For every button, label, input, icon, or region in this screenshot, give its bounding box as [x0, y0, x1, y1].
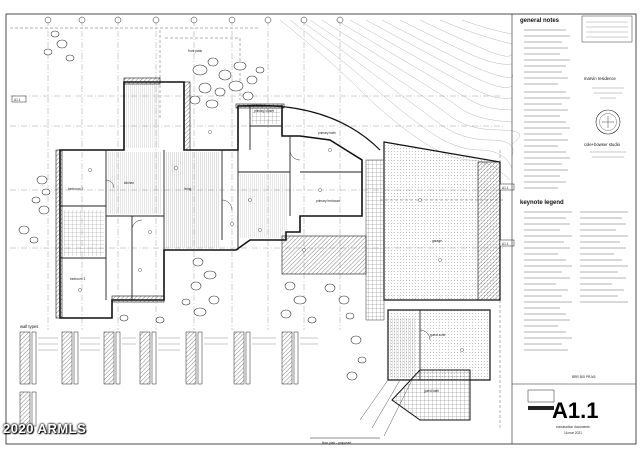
graphic-scale-box — [527, 389, 555, 403]
section-mark-3: A1.1 — [14, 98, 21, 102]
general-notes-lines — [524, 29, 570, 189]
sheet-border — [5, 13, 637, 445]
keynote-callouts — [78, 130, 464, 352]
section-mark-2: A1.1 — [502, 242, 509, 246]
sheet-number: A1.1 — [552, 398, 598, 423]
grid-bubbles — [44, 16, 344, 24]
bath2-floor-pattern — [64, 210, 104, 256]
section-markers: A1.1 A1.1 A1.1 — [11, 95, 515, 247]
keynote-legend-title: keynote legend — [520, 200, 564, 206]
living-floor-pattern — [166, 152, 220, 248]
project-code: BRR 505 PRJ#3 — [572, 375, 596, 379]
general-notes-title: general notes — [520, 18, 560, 24]
drawing-title: floor plan - proposed — [322, 441, 351, 445]
wall-types-title: wall types — [20, 324, 38, 329]
room-label-bedroom-3: bedroom 3 — [70, 277, 85, 281]
room-label-kitchen: kitchen — [124, 181, 134, 185]
room-label-primary-bedroom: primary bedroom — [316, 199, 340, 203]
room-label-primary-closet: primary closet — [254, 109, 274, 113]
issue-label: construction documents — [556, 425, 590, 429]
room-label-bedroom-2: bedroom 2 — [68, 187, 83, 191]
landscape-boulders — [18, 30, 367, 381]
closet-floor-pattern — [252, 108, 280, 124]
kitchen-floor-pattern — [108, 152, 162, 214]
garage-structure — [365, 141, 501, 321]
room-label-garage: garage — [432, 239, 442, 243]
project-name: marvin residence — [584, 76, 617, 81]
section-mark-1: A1.1 — [502, 186, 509, 190]
wall-type-details — [19, 331, 299, 427]
room-label-living: living — [184, 187, 191, 191]
keynote-legend-lines — [524, 211, 628, 351]
topography-contours — [279, 19, 520, 181]
bath-floor-pattern — [240, 174, 288, 238]
firm-name: cole+bowser studio — [584, 142, 621, 147]
door-swings — [105, 149, 431, 341]
revision-block-lines — [586, 21, 628, 38]
firm-address-lines — [590, 151, 626, 158]
revision-block — [581, 15, 633, 43]
project-address-lines — [592, 87, 624, 99]
guest-suite-structure — [359, 309, 491, 437]
mls-watermark: 2020 ARMLS — [3, 421, 87, 436]
room-labels: front patio primary closet primary bath … — [68, 49, 446, 393]
graphic-scale-bar — [528, 406, 554, 410]
issue-date: 16 mar 2021 — [564, 431, 582, 435]
room-label-guest-bath: guest bath — [424, 389, 439, 393]
wall-type-note-lines — [38, 337, 318, 351]
entry-floor-pattern — [126, 84, 160, 148]
masonry-walls — [55, 77, 367, 319]
room-label-guest-suite: guest suite — [430, 333, 446, 337]
room-label-front-patio: front patio — [188, 49, 202, 53]
room-label-primary-bath: primary bath — [318, 131, 336, 135]
